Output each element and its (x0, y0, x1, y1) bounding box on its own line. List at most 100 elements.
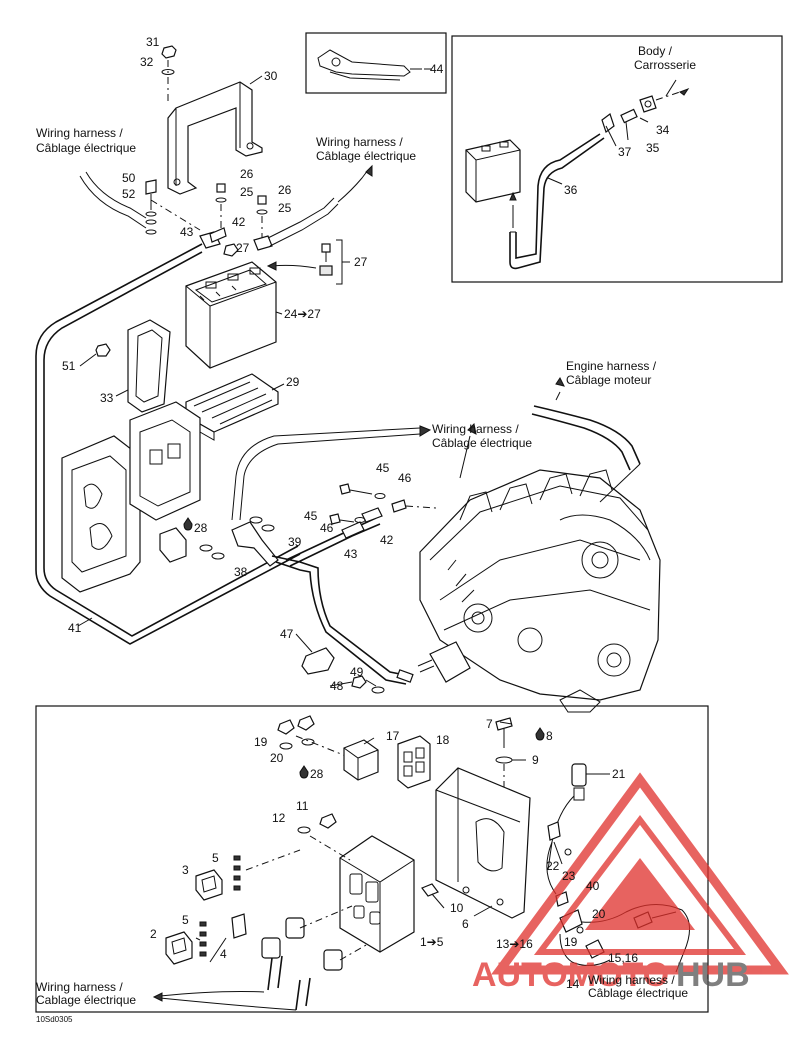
cable-41-inner (43, 251, 299, 637)
label-wiring-harness-2-en: Wiring harness / (316, 135, 403, 149)
callout-25a: 25 (240, 185, 254, 199)
fuse-block-18 (397, 735, 431, 789)
watermark-text-red: AUTOMOTO (472, 956, 669, 994)
screw-26-25-b (256, 195, 268, 240)
harness-arrows-bottom (152, 991, 297, 1011)
engine-assembly (417, 469, 661, 713)
callout-38: 38 (234, 565, 248, 579)
crimping-tool-44 (317, 49, 422, 81)
callout-40: 40 (586, 879, 600, 893)
callout-11: 11 (296, 799, 309, 813)
ecm-inset-frame (35, 705, 709, 1013)
nut-31-washer-32 (161, 45, 177, 104)
callout-30: 30 (264, 69, 278, 83)
pins-5-bottom (199, 921, 207, 957)
callout-1-5: 1➔5 (420, 935, 444, 949)
figure-code: 10Sd0305 (36, 1015, 73, 1024)
callout-42b: 42 (380, 533, 394, 547)
tool-inset-frame (305, 32, 447, 94)
battery-bracket-30 (167, 81, 263, 195)
callout-36: 36 (564, 183, 578, 197)
label-body-fr: Carrosserie (634, 58, 696, 72)
callout-46a: 46 (398, 471, 412, 485)
retainer-4 (231, 913, 247, 939)
callout-32: 32 (140, 55, 154, 69)
label-wiring-harness-4-en: Wiring harness / (36, 980, 123, 994)
callout-7: 7 (486, 717, 493, 731)
bolt-27-group (266, 239, 350, 285)
nut-51 (95, 343, 111, 357)
block-10 (421, 883, 439, 897)
callout-33: 33 (100, 391, 114, 405)
relay-28-area (159, 425, 432, 567)
label-body-en: Body / (638, 44, 673, 58)
body-inset-terminals (601, 87, 690, 133)
callout-29: 29 (286, 375, 300, 389)
callout-39: 39 (288, 535, 302, 549)
battery-24 (185, 261, 277, 369)
callout-4: 4 (220, 947, 227, 961)
callout-2: 2 (150, 927, 157, 941)
callout-8: 8 (546, 729, 553, 743)
hardware-11-12 (297, 813, 351, 861)
callout-24-27: 24➔27 (284, 307, 321, 321)
callout-28b: 28 (310, 767, 324, 781)
ecm-module-1 (339, 835, 415, 953)
ecm-bracket-left (61, 401, 201, 593)
callout-31: 31 (146, 35, 160, 49)
callout-26b: 26 (278, 183, 292, 197)
bracket-6 (435, 767, 531, 919)
callout-3: 3 (182, 863, 189, 877)
callout-41: 41 (68, 621, 82, 635)
callout-44: 44 (430, 62, 444, 76)
callout-20a: 20 (270, 751, 284, 765)
watermark-text-grey: HUB (676, 956, 750, 994)
body-inset-frame (451, 35, 783, 283)
callout-19a: 19 (254, 735, 268, 749)
label-wiring-harness-5-fr: Câblage électrique (588, 986, 688, 1000)
callout-35: 35 (646, 141, 660, 155)
label-wiring-harness-4-fr: Cablage électrique (36, 993, 136, 1007)
label-engine-harness-en: Engine harness / (566, 359, 657, 373)
cable-41 (35, 243, 301, 645)
callout-20b: 20 (592, 907, 606, 921)
terminal-cable-upper (199, 164, 373, 251)
body-inset-cable-36 (509, 133, 605, 270)
harness-wire-top-left-2 (79, 175, 147, 229)
callout-13-16: 13➔16 (496, 937, 533, 951)
callout-14: 14 (566, 977, 580, 991)
callout-10: 10 (450, 901, 464, 915)
callout-50: 50 (122, 171, 136, 185)
callout-19b: 19 (564, 935, 578, 949)
label-wiring-harness-1-fr: Câblage électrique (36, 141, 136, 155)
label-wiring-harness-2-fr: Câblage électrique (316, 149, 416, 163)
callout-labels: 31 32 30 44 34 35 37 36 50 52 26 25 26 2… (62, 35, 670, 991)
callout-28a: 28 (194, 521, 208, 535)
starter-cable (271, 507, 414, 685)
callout-6: 6 (462, 917, 469, 931)
screw-26-25-a (215, 183, 227, 232)
callout-34: 34 (656, 123, 670, 137)
callout-18: 18 (436, 733, 450, 747)
watermark-logo: AUTOMOTO HUB (472, 772, 789, 994)
callout-22: 22 (546, 859, 560, 873)
connector-2 (165, 931, 193, 965)
relay-17 (299, 739, 379, 781)
callout-43b: 43 (344, 547, 358, 561)
callout-52: 52 (122, 187, 136, 201)
label-wiring-harness-3-en: Wiring harness / (432, 422, 519, 436)
pins-5-top (233, 849, 301, 891)
callout-15-16: 15,16 (608, 951, 638, 965)
body-inset-battery (465, 139, 521, 203)
hardware-19-20-top (277, 715, 347, 757)
boot-47 (301, 647, 335, 675)
harness-labels: Wiring harness / Câblage électrique Wiri… (36, 44, 696, 1024)
callout-49: 49 (350, 665, 364, 679)
callout-26a: 26 (240, 167, 254, 181)
callout-17: 17 (386, 729, 400, 743)
callout-43a: 43 (180, 225, 194, 239)
callout-27b: 27 (354, 255, 368, 269)
callout-23: 23 (562, 869, 576, 883)
callout-51: 51 (62, 359, 76, 373)
